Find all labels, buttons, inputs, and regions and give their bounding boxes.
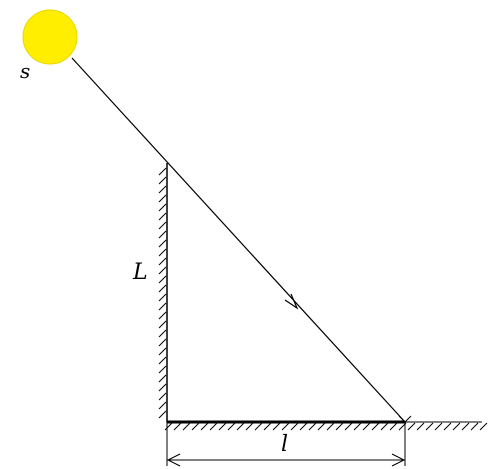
wall-hatch-mark	[158, 392, 167, 401]
floor-hatch-mark	[416, 422, 425, 431]
wall-hatch-mark	[158, 338, 167, 347]
wall-hatch-mark	[158, 230, 167, 239]
floor-hatch-mark	[407, 422, 416, 431]
floor-hatch-mark	[218, 422, 227, 431]
wall-hatch-mark	[158, 302, 167, 311]
wall-hatch-mark	[158, 248, 167, 257]
floor-hatch-mark	[164, 422, 173, 431]
floor-hatch-mark	[227, 422, 236, 431]
floor-hatch-mark	[434, 422, 443, 431]
floor-hatch-mark	[371, 422, 380, 431]
floor-hatch-mark	[326, 422, 335, 431]
floor-hatch-mark	[443, 422, 452, 431]
floor-hatch-mark	[200, 422, 209, 431]
wall-hatch-mark	[158, 374, 167, 383]
wall-hatch-mark	[158, 167, 167, 176]
floor-hatch-mark	[425, 422, 434, 431]
wall-hatch-mark	[158, 257, 167, 266]
floor-hatch-mark	[281, 422, 290, 431]
wall-hatch-mark	[158, 329, 167, 338]
ray-direction-arrow	[284, 293, 299, 310]
floor-hatch-mark	[335, 422, 344, 431]
wall-hatch-mark	[158, 383, 167, 392]
wall-hatch-mark	[158, 266, 167, 275]
wall-hatch-mark	[158, 410, 167, 419]
floor-hatch-mark	[470, 422, 479, 431]
wall-hatch-mark	[158, 293, 167, 302]
floor-hatch-mark	[308, 422, 317, 431]
floor-hatch-mark	[299, 422, 308, 431]
floor-hatch-mark	[317, 422, 326, 431]
wall-hatch-mark	[158, 356, 167, 365]
floor-hatch-mark	[254, 422, 263, 431]
wall-hatch-mark	[158, 185, 167, 194]
floor-hatch-mark	[479, 422, 488, 431]
wall-hatch-mark	[158, 239, 167, 248]
wall-hatch-mark	[158, 284, 167, 293]
dimension-arrow-right	[391, 453, 406, 467]
floor-hatch-mark	[245, 422, 254, 431]
floor-hatch-mark	[263, 422, 272, 431]
wall-hatch-mark	[158, 203, 167, 212]
dimension-arrow-left	[166, 453, 181, 467]
wall-hatch-mark	[158, 347, 167, 356]
wall-hatch-mark	[158, 194, 167, 203]
floor-hatch-mark	[344, 422, 353, 431]
floor-hatch-mark	[380, 422, 389, 431]
wall-height-label: L	[132, 260, 148, 285]
floor-hatch-mark	[272, 422, 281, 431]
floor-hatch-mark	[182, 422, 191, 431]
floor-hatch-mark	[209, 422, 218, 431]
light-source-sun	[22, 9, 78, 65]
floor-hatch-mark	[389, 422, 398, 431]
floor-hatch-mark	[452, 422, 461, 431]
wall-hatch-mark	[158, 365, 167, 374]
wall-hatch-mark	[158, 401, 167, 410]
floor-hatch-mark	[353, 422, 362, 431]
floor-hatch-mark	[236, 422, 245, 431]
floor-hatch-mark	[191, 422, 200, 431]
floor-hatch-mark	[173, 422, 182, 431]
floor-hatch-mark	[461, 422, 470, 431]
wall-hatch-mark	[158, 176, 167, 185]
wall-hatch-mark	[158, 275, 167, 284]
wall-hatching	[158, 167, 167, 419]
floor-hatch-mark	[290, 422, 299, 431]
wall-hatch-mark	[158, 320, 167, 329]
wall-hatch-mark	[158, 221, 167, 230]
source-label: s	[20, 59, 30, 83]
light-ray	[71, 57, 406, 423]
wall-hatch-mark	[158, 311, 167, 320]
floor-hatch-mark	[362, 422, 371, 431]
floor-length-label: l	[281, 432, 288, 457]
floor-hatching	[164, 422, 488, 431]
wall-hatch-mark	[158, 212, 167, 221]
